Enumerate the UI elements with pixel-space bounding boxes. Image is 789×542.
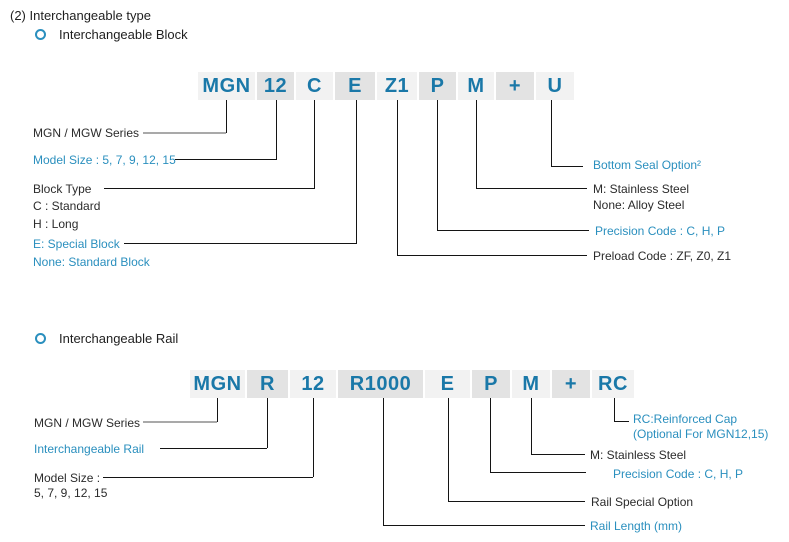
block-code-series: MGN [198, 72, 255, 100]
connector-line [160, 448, 267, 449]
connector-line [490, 472, 586, 473]
rail-code-precision: P [472, 370, 510, 398]
connector-line [551, 100, 552, 166]
block-section-heading: Interchangeable Block [35, 27, 188, 42]
bullet-icon [35, 333, 46, 344]
rail-section-heading: Interchangeable Rail [35, 331, 178, 346]
rail-label-rail-length: Rail Length (mm) [590, 519, 683, 533]
connector-line [551, 166, 583, 167]
block-code-preload: Z1 [377, 72, 417, 100]
block-code-plus: + [496, 72, 534, 100]
rail-code-special: E [425, 370, 470, 398]
rail-code-length: R1000 [338, 370, 423, 398]
rail-code-material: M [512, 370, 550, 398]
rail-code-series: MGN [190, 370, 245, 398]
connector-line [217, 398, 218, 422]
rail-label-stainless: M: Stainless Steel [590, 448, 687, 462]
rail-label-rail-special: Rail Special Option [591, 495, 694, 509]
block-label-special-block: E: Special Block [33, 237, 120, 251]
rail-label-rc-cap-line1: RC:Reinforced Cap [633, 412, 738, 426]
connector-line [276, 100, 277, 159]
block-label-block-type: Block Type [33, 182, 92, 196]
block-label-series: MGN / MGW Series [33, 126, 140, 140]
block-code-bottomseal: U [536, 72, 574, 100]
connector-line [448, 398, 449, 501]
connector-line [226, 100, 227, 133]
connector-line [531, 398, 532, 454]
block-label-block-type-c: C : Standard [33, 199, 101, 213]
block-label-bottom-seal: Bottom Seal Option² [593, 158, 702, 172]
connector-line [383, 525, 585, 526]
connector-line [143, 132, 226, 134]
connector-line [397, 100, 398, 256]
block-code-precision: P [419, 72, 456, 100]
connector-line [476, 100, 477, 188]
connector-line [313, 398, 314, 477]
connector-line [437, 230, 589, 231]
block-code-special: E [335, 72, 375, 100]
block-heading-label: Interchangeable Block [59, 27, 188, 42]
connector-line [490, 398, 491, 472]
connector-line [356, 100, 357, 243]
rail-label-interchangeable-rail: Interchangeable Rail [34, 442, 145, 456]
rail-label-model-size-line2: 5, 7, 9, 12, 15 [34, 486, 108, 500]
connector-line [614, 421, 629, 422]
rail-code-size: 12 [290, 370, 336, 398]
block-label-alloy: None: Alloy Steel [593, 198, 685, 212]
connector-line [103, 477, 313, 478]
rail-code-rail: R [247, 370, 288, 398]
block-label-stainless: M: Stainless Steel [593, 182, 690, 196]
connector-line [267, 398, 268, 448]
connector-line [448, 501, 585, 502]
connector-line [437, 100, 438, 230]
connector-line [614, 398, 615, 422]
connector-line [175, 159, 277, 160]
rail-code-cap: RC [592, 370, 634, 398]
connector-line [143, 421, 217, 423]
connector-line [314, 100, 315, 188]
rail-heading-label: Interchangeable Rail [59, 331, 179, 346]
block-code-size: 12 [257, 72, 294, 100]
rail-label-rc-cap-line2: (Optional For MGN12,15) [633, 427, 769, 441]
rail-label-model-size-line1: Model Size : [34, 471, 101, 485]
block-code-blocktype: C [296, 72, 333, 100]
connector-line [531, 454, 585, 455]
connector-line [104, 188, 315, 189]
block-label-model-size: Model Size : 5, 7, 9, 12, 15 [33, 153, 176, 167]
connector-line [476, 188, 587, 189]
block-code-material: M [458, 72, 494, 100]
rail-code-plus: + [552, 370, 590, 398]
block-label-block-type-h: H : Long [33, 217, 79, 231]
bullet-icon [35, 29, 46, 40]
connector-line [397, 255, 587, 256]
block-label-standard-block: None: Standard Block [33, 255, 150, 269]
connector-line [383, 398, 384, 525]
block-label-precision: Precision Code : C, H, P [595, 224, 726, 238]
page-title: (2) Interchangeable type [10, 8, 151, 23]
rail-label-precision: Precision Code : C, H, P [613, 467, 744, 481]
connector-line [124, 243, 357, 244]
block-label-preload: Preload Code : ZF, Z0, Z1 [593, 249, 732, 263]
rail-label-series: MGN / MGW Series [34, 416, 141, 430]
